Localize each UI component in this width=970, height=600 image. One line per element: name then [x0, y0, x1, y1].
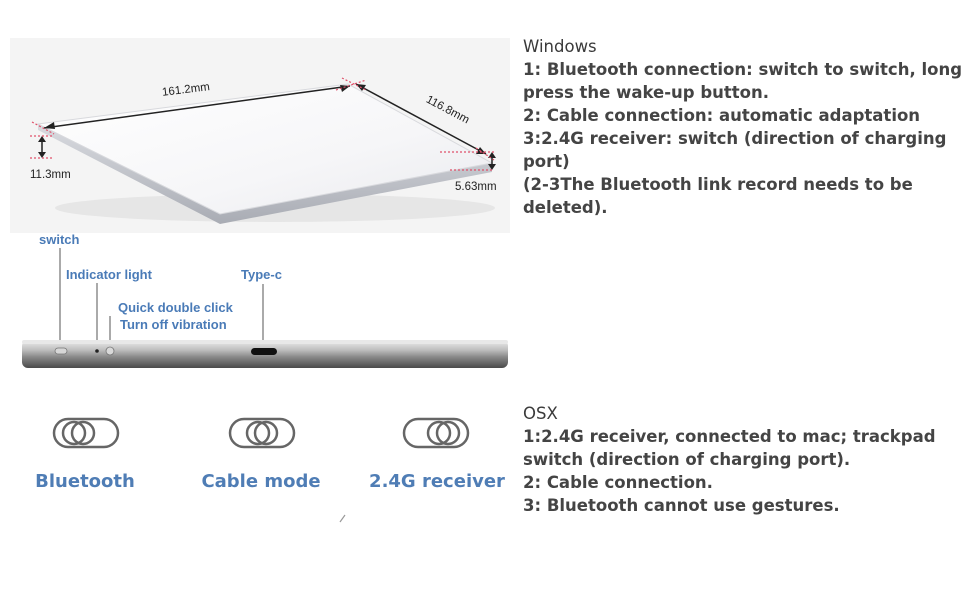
type-c-callout-label: Type-c [241, 267, 282, 282]
windows-title: Windows [523, 37, 597, 56]
trackpad-perspective-illustration [30, 77, 496, 224]
windows-line: 2: Cable connection: automatic adaptatio… [523, 106, 921, 125]
trackpad-top-figure: 161.2mm 116.8mm 11.3mm 5.63mm [10, 38, 510, 233]
indicator-light [95, 349, 99, 353]
switch-port [54, 347, 68, 355]
windows-line: (2-3The Bluetooth link record needs to b… [523, 175, 913, 194]
windows-line: 1: Bluetooth connection: switch to switc… [523, 60, 963, 79]
stray-mark [339, 514, 346, 523]
windows-line: port) [523, 152, 570, 171]
switch-callout-label: switch [39, 232, 80, 247]
trackpad-side-face [38, 124, 492, 224]
osx-instructions: OSX 1:2.4G receiver, connected to mac; t… [523, 402, 963, 517]
dimension-guide-dots [30, 77, 495, 171]
cable-mode-label: Cable mode [201, 471, 321, 492]
osx-line: 2: Cable connection. [523, 473, 713, 492]
side-view-figure: switch Indicator light Type-c Quick doub… [0, 228, 515, 378]
quick-double-click-label: Quick double click [118, 300, 233, 315]
width-dimension-line [43, 85, 351, 129]
osx-line: 1:2.4G receiver, connected to mac; track… [523, 427, 936, 446]
osx-title: OSX [523, 404, 558, 423]
indicator-light-callout-label: Indicator light [66, 267, 152, 282]
depth-dimension-line [355, 83, 487, 155]
windows-instructions: Windows 1: Bluetooth connection: switch … [523, 35, 963, 219]
trackpad-side-illustration [22, 248, 508, 368]
height-front-label: 5.63mm [455, 181, 497, 193]
receiver-mode-label: 2.4G receiver [369, 471, 505, 492]
turn-off-vibration-label: Turn off vibration [120, 317, 227, 332]
type-c-port [251, 348, 277, 355]
cable-mode-toggle-icon [228, 417, 296, 449]
windows-line: 3:2.4G receiver: switch (direction of ch… [523, 129, 947, 148]
osx-line: 3: Bluetooth cannot use gestures. [523, 496, 840, 515]
height-back-label: 11.3mm [30, 169, 71, 181]
receiver-toggle-icon [402, 417, 470, 449]
vibration-button [105, 346, 115, 356]
bluetooth-mode-label: Bluetooth [35, 471, 135, 492]
bluetooth-toggle-icon [52, 417, 120, 449]
osx-line: switch (direction of charging port). [523, 450, 851, 469]
windows-line: press the wake-up button. [523, 83, 770, 102]
windows-line: deleted). [523, 198, 608, 217]
